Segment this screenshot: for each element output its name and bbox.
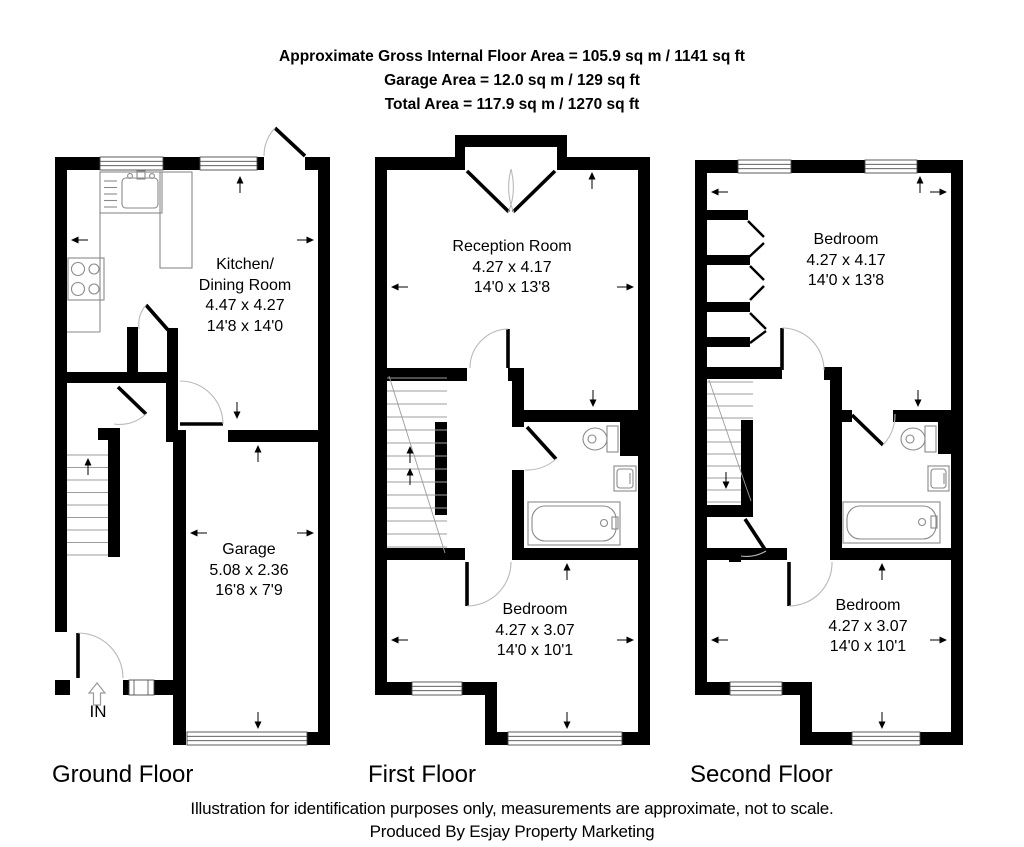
garage-internal-door [179, 380, 224, 426]
first-floor-title: First Floor [368, 761, 476, 788]
window [507, 731, 623, 746]
bathtub [842, 501, 941, 544]
window [199, 156, 258, 171]
closet-doors [747, 220, 767, 344]
entrance-door [76, 632, 124, 679]
bathroom-door [524, 425, 558, 471]
bedroom-door [787, 561, 833, 607]
reception-door [469, 328, 510, 369]
window [851, 731, 921, 746]
back-door [263, 126, 307, 158]
sink [613, 465, 637, 492]
bathtub [527, 501, 621, 546]
second-floor-plan [695, 159, 963, 746]
window [128, 679, 155, 696]
second-floor-title: Second Floor [690, 761, 833, 788]
window [864, 159, 918, 174]
entrance-label: IN [89, 702, 107, 721]
window [99, 156, 164, 171]
area-summary: Approximate Gross Internal Floor Area = … [0, 45, 1024, 117]
hob [67, 257, 105, 301]
produced-by-text: Produced By Esjay Property Marketing [369, 822, 655, 841]
gross-internal-area: Approximate Gross Internal Floor Area = … [279, 48, 745, 65]
staircase [707, 379, 753, 503]
kitchen-door [138, 303, 170, 332]
window [411, 681, 463, 696]
french-doors [465, 168, 557, 214]
ground-floor-title: Ground Floor [52, 761, 194, 788]
kitchen-dining-label: Kitchen/ Dining Room 4.47 x 4.27 14'8 x … [198, 256, 292, 335]
bathroom-door [850, 413, 896, 447]
first-floor-plan [375, 135, 650, 746]
window [737, 159, 792, 174]
kitchen-sink [99, 170, 163, 214]
staircase [387, 375, 447, 554]
total-area: Total Area = 117.9 sq m / 1270 sq ft [384, 96, 640, 113]
disclaimer-text: Illustration for identification purposes… [190, 799, 834, 818]
window [729, 681, 783, 696]
bedroom-door [465, 561, 512, 607]
garage-door [186, 731, 308, 746]
toilet [900, 425, 937, 453]
staircase [67, 454, 108, 556]
garage-area: Garage Area = 12.0 sq m / 129 sq ft [384, 72, 640, 89]
kitchen-counter [67, 171, 193, 333]
second-floor-bedroom1-label: Bedroom 4.27 x 4.17 14'0 x 13'8 [806, 231, 886, 289]
cupboard-door [740, 518, 768, 557]
first-floor-bedroom-label: Bedroom 4.27 x 3.07 14'0 x 10'1 [495, 601, 575, 659]
sink [927, 465, 950, 492]
hall-door [113, 385, 148, 425]
reception-room-label: Reception Room 4.27 x 4.17 14'0 x 13'8 [452, 238, 572, 296]
bedroom-door [780, 327, 825, 371]
ground-floor-plan [55, 126, 330, 746]
garage-label: Garage 5.08 x 2.36 16'8 x 7'9 [209, 541, 289, 599]
in-arrow-icon [87, 682, 107, 706]
second-floor-bedroom2-label: Bedroom 4.27 x 3.07 14'0 x 10'1 [828, 597, 908, 655]
toilet [582, 425, 619, 453]
